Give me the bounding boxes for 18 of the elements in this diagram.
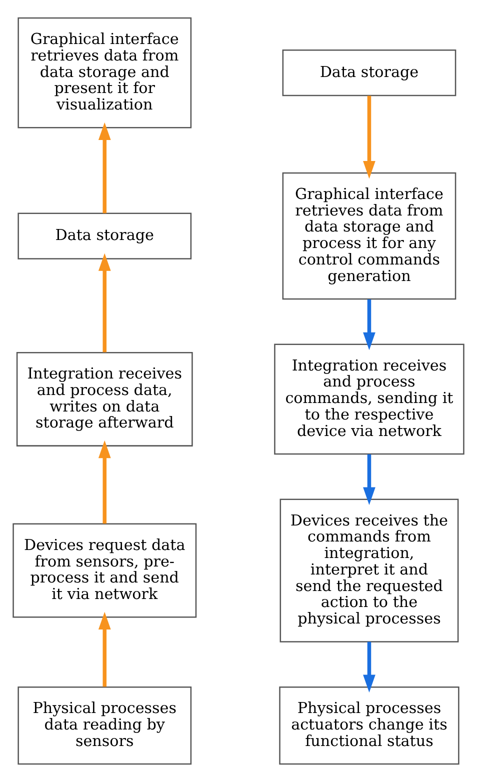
arrow (363, 454, 376, 505)
node-box: Graphical interface retrieves data from data storage and process it for any control commands generation (282, 172, 456, 300)
arrow (363, 642, 376, 692)
node-box: Devices request data from sensors, pre-process it and send it via network (12, 523, 197, 618)
node-box: Graphical interface retrieves data from data storage and present it for visualization (18, 17, 192, 128)
arrow (363, 96, 376, 179)
node-box: Physical processes actuators change its functional status (279, 686, 460, 765)
node-box: Data storage (282, 50, 456, 96)
arrow (98, 253, 111, 352)
arrow (98, 612, 111, 687)
arrow (98, 122, 111, 214)
node-box: Data storage (18, 212, 192, 260)
arrow (98, 440, 111, 524)
arrow (363, 299, 376, 350)
node-box: Integration receives and process commands, sending it to the respective device via network (274, 344, 464, 455)
node-box: Devices receives the commands from integration, interpret it and send the requested action to the physical processes (280, 498, 459, 642)
node-box: Integration receives and process data, writes on data storage afterward (16, 352, 193, 446)
node-box: Physical processes data reading by sensors (18, 686, 192, 765)
